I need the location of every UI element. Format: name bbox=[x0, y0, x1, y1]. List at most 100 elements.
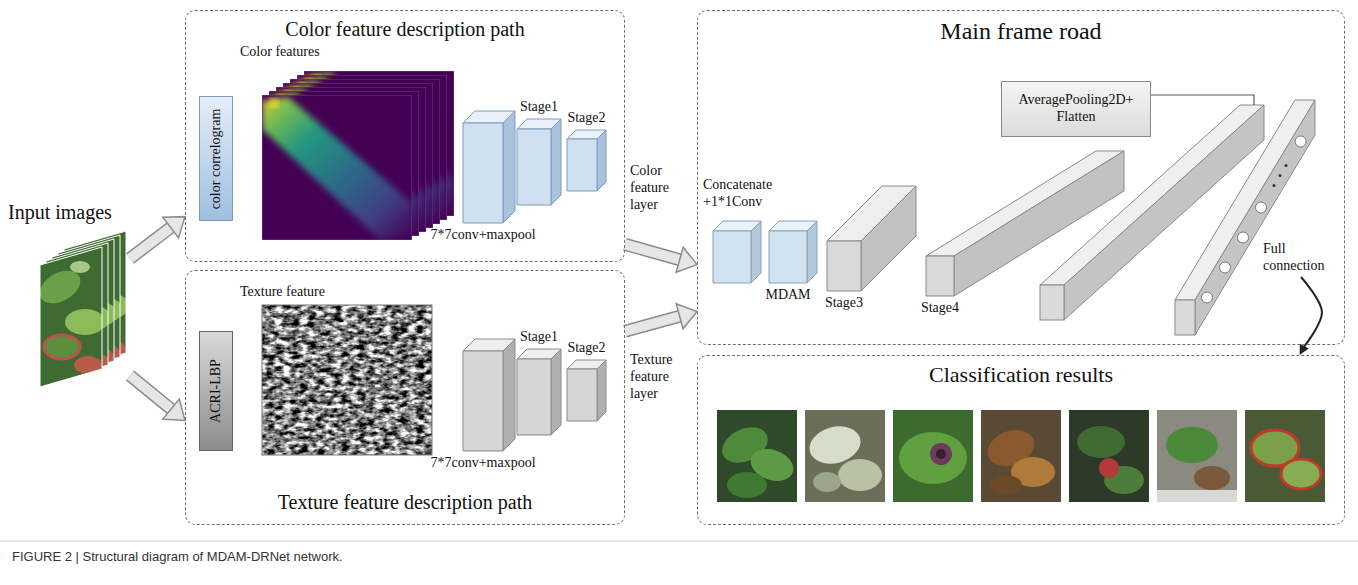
result-leaf-photos bbox=[1194, 466, 1230, 490]
stage-block-text: Stage2 bbox=[567, 110, 605, 127]
label-holder: MDAM bbox=[765, 287, 810, 304]
concat-block-text: Concatenate +1*1Conv bbox=[703, 177, 789, 211]
result-leaf-photos bbox=[1281, 459, 1321, 489]
arrow-head bbox=[163, 399, 185, 420]
texture-feature-map bbox=[262, 305, 432, 455]
stage-block-text: Stage3 bbox=[825, 295, 863, 312]
result-leaf-photos bbox=[930, 443, 952, 465]
feature-extractor-box-text: ACRI-LBP bbox=[208, 359, 225, 423]
stage-block-face bbox=[926, 256, 954, 296]
flow-arrow bbox=[625, 304, 697, 331]
arrow-head bbox=[676, 247, 697, 272]
result-leaf-photos bbox=[717, 410, 797, 502]
stage-block: Stage3 bbox=[827, 186, 916, 291]
stage-block-face bbox=[567, 139, 597, 191]
full-connection-bar bbox=[1295, 136, 1306, 147]
arrow-shaft-outline bbox=[130, 376, 172, 410]
color-feature-maps bbox=[262, 95, 412, 240]
attention-block: MDAM bbox=[769, 221, 817, 283]
result-leaf-photos bbox=[1157, 410, 1237, 502]
flow-arrow bbox=[625, 244, 697, 272]
attention-block-face bbox=[769, 231, 807, 283]
stage-block-shape bbox=[926, 151, 1124, 296]
stage-block-face bbox=[827, 241, 861, 291]
full-connection-bar bbox=[1202, 292, 1213, 303]
flow-arrow bbox=[130, 217, 185, 259]
result-leaf-photos bbox=[838, 459, 882, 491]
arrow-shaft bbox=[130, 376, 172, 410]
feature-extractor-box-text: color correlogram bbox=[208, 108, 225, 209]
full-connection-bar bbox=[1220, 262, 1231, 273]
input-image-stack bbox=[34, 247, 105, 387]
stage-block-text: Stage4 bbox=[921, 300, 959, 317]
result-leaf-photos bbox=[805, 410, 885, 502]
caption-rule bbox=[0, 541, 1358, 542]
conv-block-face bbox=[503, 339, 515, 451]
pooling-link-line bbox=[1150, 95, 1254, 105]
label-holder: 7*7conv+maxpool bbox=[430, 455, 535, 472]
feature-extractor-box: ACRI-LBP bbox=[199, 331, 233, 451]
arrow-head bbox=[676, 304, 697, 329]
full-connection-bar bbox=[1175, 300, 1195, 335]
full-connection-label: Full connection bbox=[1263, 241, 1339, 277]
edge-label: Color feature layer bbox=[630, 163, 690, 213]
result-leaf-photos bbox=[1245, 410, 1325, 502]
results-group-text: Classification results bbox=[708, 362, 1334, 388]
results-group: Classification results bbox=[697, 355, 1345, 525]
main-frame-group-text: Main frame road bbox=[708, 17, 1334, 46]
stage-block-face bbox=[597, 130, 606, 191]
stage-block: Stage4 bbox=[926, 151, 1124, 296]
full-connection-bar bbox=[1285, 164, 1288, 167]
label-holder: Stage1 bbox=[520, 329, 558, 346]
stage-block-face bbox=[517, 359, 551, 435]
label-holder: Concatenate +1*1Conv bbox=[703, 177, 789, 211]
full-connection-bar bbox=[1273, 184, 1276, 187]
stage-block-face bbox=[551, 349, 561, 435]
conv-block: 7*7conv+maxpool bbox=[463, 111, 515, 223]
full-connection-bar bbox=[1195, 100, 1315, 335]
result-leaf-photos bbox=[1245, 410, 1325, 502]
arrow-head bbox=[1300, 344, 1309, 355]
stage-block: Stage2 bbox=[567, 360, 606, 421]
edge-label: Texture feature layer bbox=[630, 352, 690, 402]
result-leaf-photos bbox=[981, 410, 1061, 502]
color-feature-maps bbox=[262, 71, 454, 240]
stage-block-face bbox=[861, 186, 916, 291]
label-holder: Texture feature layer bbox=[630, 352, 690, 402]
result-leaf-photos bbox=[981, 410, 1061, 502]
feature-label: Texture feature bbox=[240, 284, 325, 301]
stage-block-shape bbox=[517, 119, 561, 205]
label-holder: Texture feature bbox=[240, 284, 325, 301]
concat-block-face bbox=[713, 231, 751, 283]
stage-block-face bbox=[954, 151, 1124, 296]
label-holder: 7*7conv+maxpool bbox=[430, 227, 535, 244]
conv-block-face bbox=[503, 111, 515, 223]
full-connection-bar bbox=[1256, 202, 1267, 213]
stage-block-face bbox=[517, 129, 551, 205]
rotated-text-holder: color correlogram bbox=[208, 108, 225, 209]
caption-holder: FIGURE 2 | Structural diagram of MDAM-DR… bbox=[12, 549, 343, 565]
arrow-head bbox=[163, 217, 185, 238]
input-images: Input images bbox=[8, 200, 130, 395]
stage-block: Stage1 bbox=[517, 349, 561, 435]
stage-block-shape bbox=[827, 186, 916, 291]
stage-block-shape bbox=[567, 360, 606, 421]
stage-block: Stage2 bbox=[567, 130, 606, 191]
input-image-stack bbox=[34, 247, 105, 387]
arrow-shaft bbox=[625, 244, 681, 260]
feature-label: Color features bbox=[240, 44, 320, 61]
concat-block-shape bbox=[713, 221, 761, 283]
result-leaf-photos bbox=[1069, 410, 1149, 502]
stage-block-text: Stage1 bbox=[520, 329, 558, 346]
stage-block-text: Stage1 bbox=[520, 99, 558, 116]
rotated-text-holder: ACRI-LBP bbox=[208, 359, 225, 423]
texture-feature-map bbox=[262, 305, 432, 455]
conv-block-face bbox=[463, 351, 503, 451]
figure-caption: FIGURE 2 | Structural diagram of MDAM-DR… bbox=[12, 549, 343, 565]
arrow-shaft bbox=[130, 227, 171, 259]
result-leaf-photos bbox=[1166, 427, 1218, 463]
label-holder: Color feature layer bbox=[630, 163, 690, 213]
arrow-shaft-outline bbox=[130, 227, 171, 259]
arrow-shaft-outline bbox=[625, 316, 681, 331]
